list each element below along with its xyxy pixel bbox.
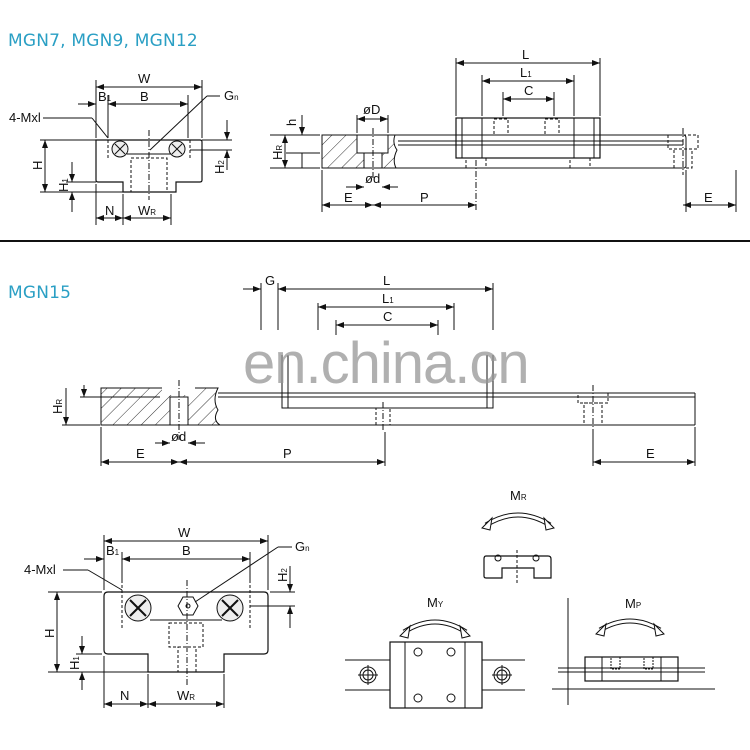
dim-label-hole-d: ød [171,429,186,444]
dim-label-c: C [383,309,392,324]
cross-section-small-labels: W B1 B Gn 4-Mxl H H1 H2 N WR [9,71,239,218]
dim-label-b1: B1 [98,89,112,104]
section-divider [0,240,750,242]
moment-label-pitch: MP [625,596,641,611]
dim-label-gn: Gn [295,539,310,554]
dim-label-hole-d: ød [365,171,380,186]
dim-label-h-depth: h [284,119,299,126]
dim-label-l1: L1 [382,291,394,306]
dim-label-h: H [30,161,45,170]
dim-label-n: N [105,203,114,218]
moment-diagrams [345,512,715,709]
side-view-small-labels: L L1 C øD ød h HR E P E [270,47,713,205]
dim-label-h1: H1 [56,178,71,192]
dim-label-b: B [140,89,149,104]
moment-label-yaw: MY [427,595,444,610]
dim-label-p: P [420,190,429,205]
dim-label-hr: HR [50,399,65,414]
dim-label-e-right: E [704,190,713,205]
dim-label-hr: HR [270,145,285,160]
dim-label-e-left: E [136,446,145,461]
dim-label-wr: WR [177,688,195,703]
dim-label-e-left: E [344,190,353,205]
section-title-mgn15: MGN15 [8,283,72,303]
dim-label-mxl: 4-Mxl [24,562,56,577]
dim-label-e-right: E [646,446,655,461]
side-view-mgn15 [62,283,696,466]
dim-label-gn: Gn [224,88,239,103]
dim-label-c: C [524,83,533,98]
dim-label-w: W [138,71,151,86]
dim-label-l: L [522,47,529,62]
dim-label-h2: H2 [275,568,290,582]
side-view-mgn15-labels: G L L1 C HR ød E P E [50,273,655,461]
watermark: en.china.cn [243,331,530,396]
dim-label-l: L [383,273,390,288]
dim-label-wr: WR [138,203,156,218]
dim-label-w: W [178,525,191,540]
dim-label-g: G [265,273,275,288]
dim-label-b1: B1 [106,543,120,558]
cross-section-mgn15-labels: W B1 B Gn 4-Mxl H H1 H2 N WR [24,525,310,703]
dim-label-h1: H1 [67,656,82,670]
dim-label-h2: H2 [212,160,227,174]
moment-labels: MR MY MP [427,488,641,611]
dim-label-mxl: 4-Mxl [9,110,41,125]
section-title-mgn7-9-12: MGN7, MGN9, MGN12 [8,31,198,51]
dim-label-n: N [120,688,129,703]
moment-label-roll: MR [510,488,527,503]
dim-label-b: B [182,543,191,558]
cross-section-small [40,80,232,225]
cross-section-mgn15 [48,535,295,708]
dim-label-p: P [283,446,292,461]
side-view-small [270,58,737,212]
dim-label-h: H [42,629,57,638]
dim-label-l1: L1 [520,65,532,80]
dim-label-bore-d: øD [363,102,380,117]
